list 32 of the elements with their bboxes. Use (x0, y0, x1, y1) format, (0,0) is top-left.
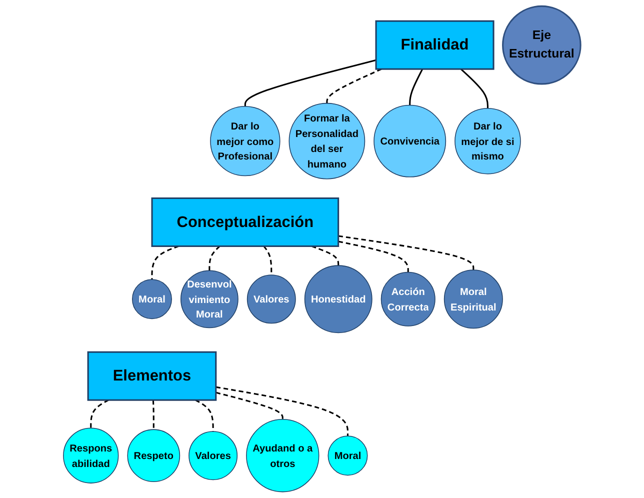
node-circle: Honestidad (304, 265, 372, 334)
node-circle: Respons abilidad (63, 428, 119, 484)
connector (311, 245, 340, 266)
node-box: Finalidad (375, 20, 494, 70)
connector (216, 392, 284, 420)
node-box: Conceptualización (151, 197, 340, 247)
node-circle: Ayudand o a otros (246, 419, 320, 492)
node-circle: Valores (188, 431, 238, 480)
connector (460, 68, 488, 108)
node-circle: Dar lo mejor como Profesional (210, 106, 280, 176)
node-circle: Formar la Personalidad del ser humano (288, 102, 366, 180)
node-circle: Moral (132, 279, 172, 320)
node-circle: Acción Correcta (380, 272, 436, 326)
connector (90, 399, 109, 428)
connector (326, 68, 382, 104)
node-circle: Moral Espiritual (444, 270, 503, 329)
node-box: Elementos (87, 351, 217, 401)
node-circle: Respeto (127, 429, 180, 482)
node-circle: Desenvol vimiento Moral (180, 270, 238, 328)
node-circle: Eje Estructural (502, 5, 582, 85)
connector (409, 68, 424, 106)
connector (338, 235, 474, 270)
connector (244, 59, 376, 106)
connector (151, 245, 180, 280)
node-circle: Moral (328, 436, 368, 476)
node-circle: Valores (246, 274, 296, 324)
node-circle: Convivencia (374, 104, 446, 178)
node-circle: Dar lo mejor de si mismo (454, 108, 521, 174)
connector (152, 400, 154, 430)
connector (216, 386, 349, 436)
connector (208, 246, 220, 271)
connector (338, 240, 409, 272)
